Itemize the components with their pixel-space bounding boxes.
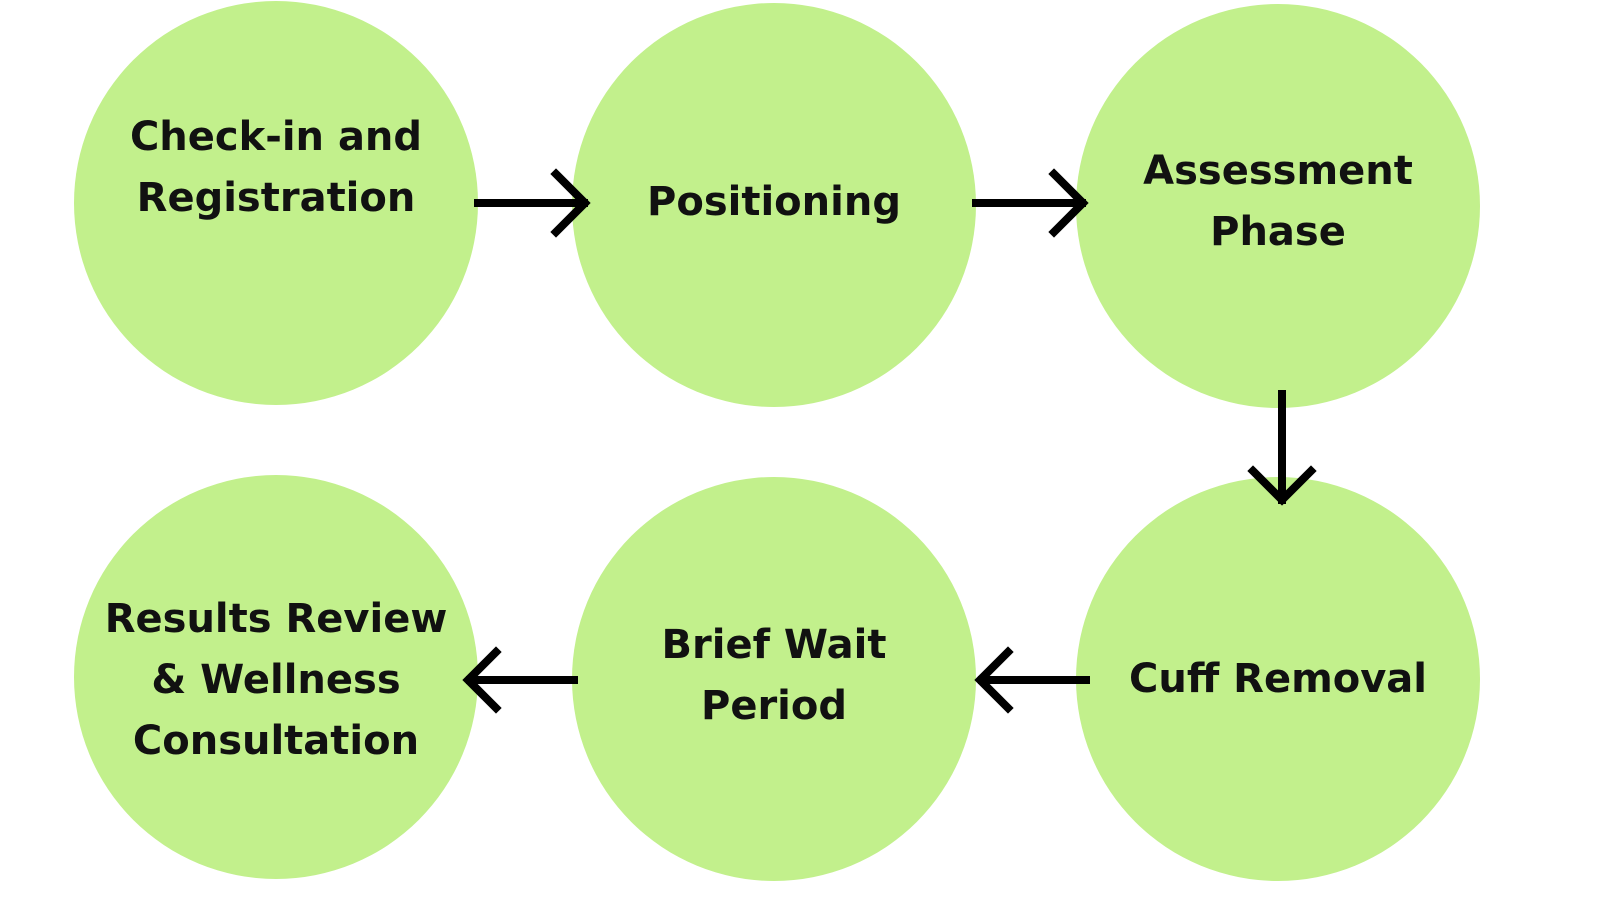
step-results-review-consultation: Results Review & Wellness Consultation — [74, 475, 478, 879]
step-label: Assessment Phase — [1143, 148, 1413, 255]
arrow-right-icon — [972, 168, 1089, 238]
arrow-left-icon — [974, 646, 1090, 714]
step-check-in-registration: Check-in and Registration — [74, 1, 478, 405]
step-label: Check-in and Registration — [129, 114, 423, 221]
step-label: Results Review & Wellness Consultation — [104, 595, 448, 764]
step-cuff-removal: Cuff Removal — [1076, 477, 1480, 881]
step-assessment-phase: Assessment Phase — [1076, 4, 1480, 408]
arrow-left-icon — [462, 646, 578, 714]
arrow-right-icon — [474, 168, 591, 238]
step-brief-wait-period: Brief Wait Period — [572, 477, 976, 881]
step-label: Positioning — [647, 178, 901, 225]
step-label: Brief Wait Period — [661, 622, 887, 729]
step-label: Cuff Removal — [1128, 655, 1428, 702]
step-positioning: Positioning — [572, 3, 976, 407]
